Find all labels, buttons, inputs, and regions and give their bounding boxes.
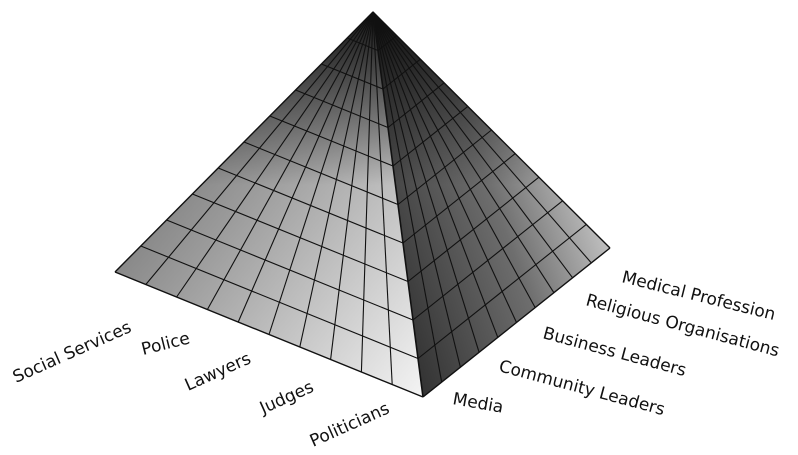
label-police: Police: [139, 329, 192, 360]
label-social-services: Social Services: [10, 317, 135, 387]
label-media: Media: [451, 389, 505, 418]
label-lawyers: Lawyers: [182, 349, 254, 396]
label-politicians: Politicians: [307, 399, 393, 450]
label-judges: Judges: [256, 377, 317, 419]
